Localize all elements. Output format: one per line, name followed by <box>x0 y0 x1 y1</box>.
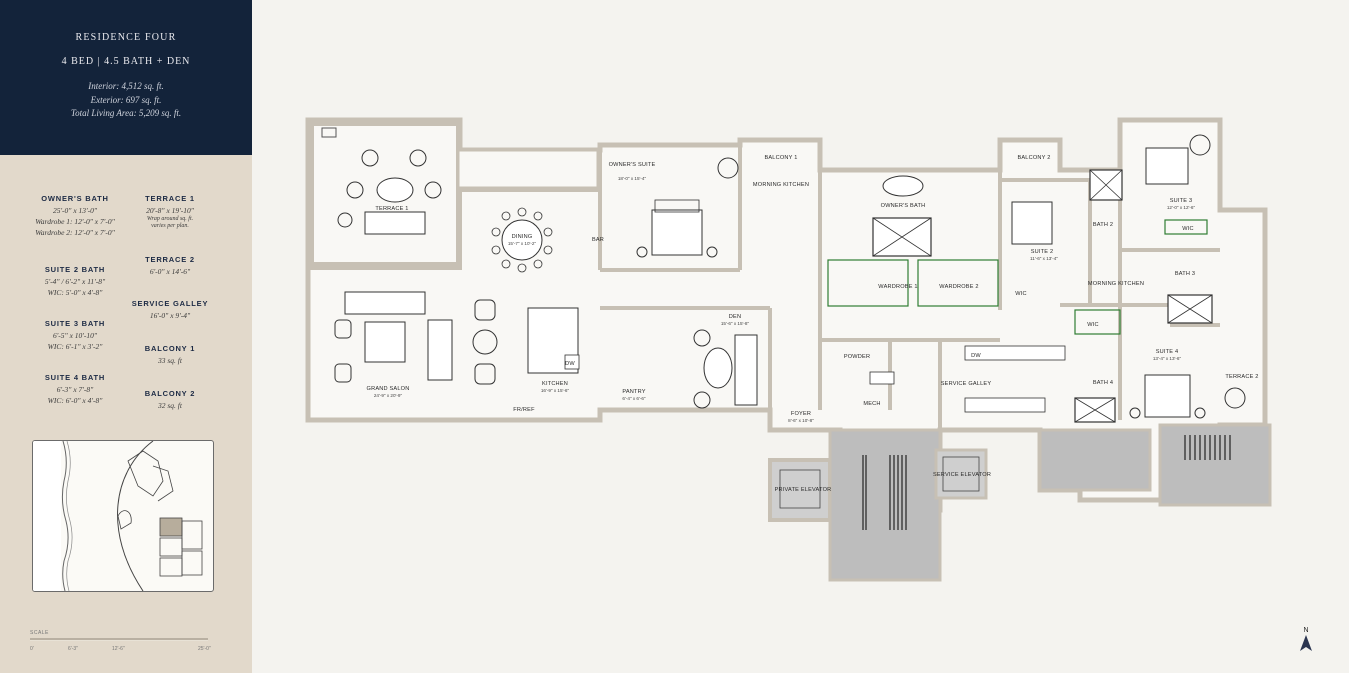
room-label-service-galley: SERVICE GALLEY <box>941 381 992 387</box>
room-dim-owners-suite: 18'-0" x 15'-4" <box>618 176 647 181</box>
room-label-private-elevator: PRIVATE ELEVATOR <box>775 487 832 493</box>
main-stair-core <box>828 428 942 582</box>
spec-value: 20'-8" x 19'-10" <box>146 206 194 215</box>
spec-label: SERVICE GALLEY <box>131 299 209 308</box>
spec-suite4-bath: SUITE 4 BATH 6'-3" x 7'-8" WIC: 6'-0" x … <box>20 373 130 406</box>
key-plan-map <box>32 440 214 592</box>
spec-value: WIC: 6'-0" x 4'-8" <box>47 396 103 405</box>
room-label-den: DEN <box>729 314 741 320</box>
spec-value: 6'-3" x 7'-8" <box>56 385 94 394</box>
spec-value: 6'-0" x 14'-6" <box>149 267 191 276</box>
room-label-suite4: SUITE 4 <box>1156 349 1179 355</box>
spec-suite2-bath: SUITE 2 BATH 5'-4" / 6'-2" x 11'-8" WIC:… <box>20 265 130 298</box>
room-label-owners-bath: OWNER'S BATH <box>881 203 926 209</box>
spec-label: SUITE 2 BATH <box>44 265 106 274</box>
room-label-bath4: BATH 4 <box>1093 380 1113 386</box>
room-label-wardrobe2: WARDROBE 2 <box>939 284 978 290</box>
spec-value: 5'-4" / 6'-2" x 11'-8" <box>44 277 106 286</box>
floor-plan: TERRACE 1 DINING 15'-7" x 10'-2" BAR OWN… <box>305 117 1272 582</box>
room-dim-pantry: 6'-4" x 6'-6" <box>622 396 646 401</box>
north-arrow-icon: N <box>1300 627 1312 651</box>
room-label-terrace2: TERRACE 2 <box>1225 374 1258 380</box>
spec-label: BALCONY 1 <box>144 344 196 353</box>
room-label-suite2: SUITE 2 <box>1031 249 1054 255</box>
compass-label: N <box>1303 627 1308 634</box>
room-dim-suite2: 11'-6" x 13'-4" <box>1030 256 1058 261</box>
spec-value: 33 sq. ft <box>158 356 182 365</box>
room-dim-dining: 15'-7" x 10'-2" <box>508 241 537 246</box>
scale-tick: 12'-6" <box>112 646 125 652</box>
room-dim-suite3: 12'-0" x 12'-6" <box>1167 205 1196 210</box>
room-label-grand-salon: GRAND SALON <box>367 386 410 392</box>
spec-terrace1: TERRACE 1 20'-8" x 19'-10" Wrap around s… <box>125 194 215 230</box>
room-label-dw-kitchen: DW <box>565 361 575 367</box>
spec-service-galley: SERVICE GALLEY 16'-0" x 9'-4" <box>125 299 215 321</box>
spec-balcony1: BALCONY 1 33 sq. ft <box>125 344 215 366</box>
room-label-morning-kitchen1: MORNING KITCHEN <box>753 182 809 188</box>
room-label-service-elevator: SERVICE ELEVATOR <box>933 472 991 478</box>
spec-label: TERRACE 2 <box>145 255 195 264</box>
spec-value: 25'-0" x 13'-0" <box>52 206 98 215</box>
room-dim-foyer: 8'-6" x 10'-8" <box>788 418 814 423</box>
room-label-wic-s2: WIC <box>1015 291 1026 297</box>
room-label-fr-ref: FR/REF <box>513 407 535 413</box>
room-label-bath3: BATH 3 <box>1175 271 1195 277</box>
spec-value: 32 sq. ft <box>158 401 182 410</box>
room-label-terrace1: TERRACE 1 <box>375 206 408 212</box>
room-label-suite3: SUITE 3 <box>1170 198 1193 204</box>
spec-balcony2: BALCONY 2 32 sq. ft <box>125 389 215 411</box>
room-label-powder: POWDER <box>844 354 870 360</box>
spec-label: BALCONY 2 <box>144 389 196 398</box>
room-dim-grand-salon: 24'-9" x 20'-9" <box>374 393 403 398</box>
info-sidebar: RESIDENCE FOUR 4 BED | 4.5 BATH + DEN In… <box>0 0 252 673</box>
spec-label: OWNER'S BATH <box>41 194 109 203</box>
spec-terrace2: TERRACE 2 6'-0" x 14'-6" <box>125 255 215 277</box>
room-label-wic-s3: WIC <box>1182 226 1193 232</box>
room-label-morning-kitchen2: MORNING KITCHEN <box>1088 281 1144 287</box>
room-label-dining: DINING <box>512 234 533 240</box>
exterior-area: Exterior: 697 sq. ft. <box>90 95 162 105</box>
spec-label: SUITE 4 BATH <box>44 373 106 382</box>
room-label-bath2: BATH 2 <box>1093 222 1113 228</box>
room-label-pantry: PANTRY <box>622 389 645 395</box>
residence-title: RESIDENCE FOUR <box>75 32 177 43</box>
spec-note: varies per plan. <box>151 223 189 229</box>
room-label-balcony1: BALCONY 1 <box>764 155 797 161</box>
room-label-foyer: FOYER <box>791 411 811 417</box>
interior-area: Interior: 4,512 sq. ft. <box>88 81 164 91</box>
residence-subtitle: 4 BED | 4.5 BATH + DEN <box>61 56 191 67</box>
spec-owners-bath: OWNER'S BATH 25'-0" x 13'-0" Wardrobe 1:… <box>20 194 130 238</box>
residence-header: RESIDENCE FOUR 4 BED | 4.5 BATH + DEN In… <box>0 0 252 155</box>
spec-note: Wrap around sq. ft. <box>146 216 194 222</box>
room-label-dw-galley: DW <box>971 353 981 359</box>
spec-value: Wardrobe 2: 12'-0" x 7'-0" <box>35 228 115 237</box>
room-label-kitchen: KITCHEN <box>542 381 568 387</box>
spec-label: TERRACE 1 <box>145 194 195 203</box>
room-dim-den: 15'-6" x 15'-8" <box>721 321 750 326</box>
wardrobe1-outline <box>827 259 909 307</box>
total-living-area: Total Living Area: 5,209 sq. ft. <box>70 108 182 118</box>
scale-label: SCALE <box>30 630 49 636</box>
spec-label: SUITE 3 BATH <box>44 319 106 328</box>
scale-tick: 25'-0" <box>198 646 211 652</box>
spec-suite3-bath: SUITE 3 BATH 6'-5" x 10'-10" WIC: 6'-1" … <box>20 319 130 352</box>
room-dim-kitchen: 16'-9" x 15'-6" <box>541 388 570 393</box>
spec-value: 6'-5" x 10'-10" <box>52 331 98 340</box>
spec-value: Wardrobe 1: 12'-0" x 7'-0" <box>35 217 115 226</box>
scale-bar: SCALE 0' 6'-3" 12'-6" 25'-0" <box>30 630 215 660</box>
spec-value: 16'-0" x 9'-4" <box>149 311 191 320</box>
room-label-wardrobe1: WARDROBE 1 <box>878 284 917 290</box>
scale-tick: 6'-3" <box>68 646 78 652</box>
room-dim-suite4: 13'-4" x 13'-6" <box>1153 356 1182 361</box>
room-label-bar: BAR <box>592 237 604 243</box>
scale-tick: 0' <box>30 646 34 652</box>
room-label-owners-suite: OWNER'S SUITE <box>609 162 656 168</box>
spec-value: WIC: 5'-0" x 4'-8" <box>47 288 103 297</box>
room-label-balcony2: BALCONY 2 <box>1017 155 1050 161</box>
spec-value: WIC: 6'-1" x 3'-2" <box>47 342 103 351</box>
wardrobe2-outline <box>917 259 999 307</box>
room-label-wic-s4: WIC <box>1087 322 1098 328</box>
room-label-mech: MECH <box>863 401 880 407</box>
